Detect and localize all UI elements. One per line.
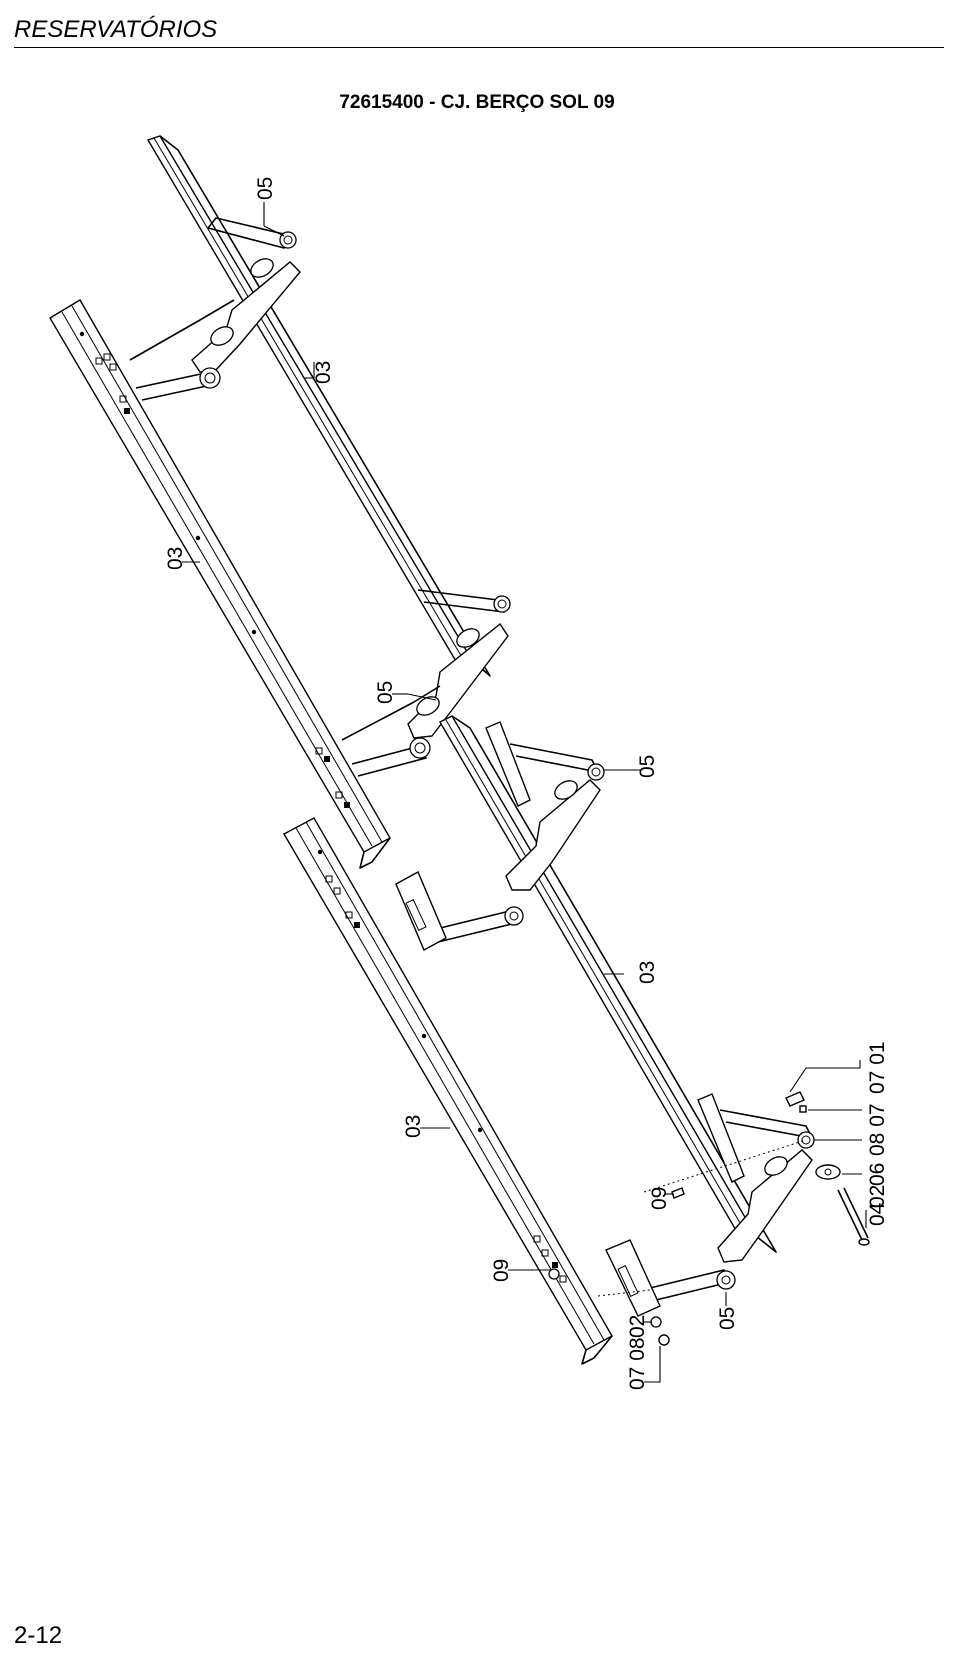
- slot: [119, 395, 127, 403]
- slot: [354, 922, 360, 928]
- slot: [324, 756, 330, 762]
- slot: [335, 791, 343, 799]
- callout-03-lower-rail: 03: [636, 961, 659, 984]
- callout-09-lower: 09: [490, 1259, 513, 1282]
- callout-05-right-bracket: 05: [636, 755, 659, 778]
- callout-09-middle: 09: [648, 1187, 671, 1210]
- slot: [103, 353, 111, 361]
- callout-04: 04: [866, 1202, 889, 1226]
- slot: [552, 1262, 558, 1268]
- upper-rail: [146, 135, 491, 677]
- lower-middle-bracket: [395, 721, 605, 951]
- callout-07-08-bottom: 07 08: [626, 1337, 649, 1390]
- slot: [315, 747, 323, 755]
- callout-08-07: 08 07: [866, 1103, 889, 1156]
- drawing-title: 72615400 - CJ. BERÇO SOL 09: [339, 92, 615, 113]
- slot: [559, 1275, 567, 1283]
- slot: [109, 363, 117, 371]
- callout-07-01: 07 01: [866, 1041, 889, 1094]
- slot: [533, 1235, 541, 1243]
- slot: [95, 357, 103, 365]
- hardware: [597, 1091, 870, 1346]
- callout-05-top: 05: [254, 177, 277, 200]
- slot: [124, 408, 130, 414]
- lower-left-profile: [283, 817, 613, 1365]
- slot: [333, 887, 341, 895]
- callout-02-right: 02: [866, 1185, 889, 1208]
- header-divider: [14, 47, 944, 48]
- section-header: RESERVATÓRIOS: [14, 16, 218, 43]
- callout-05-bottom: 05: [716, 1307, 739, 1330]
- callout-06: 06: [866, 1163, 889, 1186]
- slot: [325, 875, 333, 883]
- middle-bracket: [341, 589, 511, 777]
- callout-03-lower-profile: 03: [402, 1115, 425, 1138]
- page-number: 2-12: [14, 1622, 63, 1649]
- callout-03-upper-profile: 03: [164, 547, 187, 570]
- upper-left-profile: [49, 299, 391, 869]
- slot: [541, 1249, 549, 1257]
- callout-03-upper-rail: 03: [312, 361, 335, 384]
- callout-05-middle: 05: [374, 681, 397, 704]
- slot: [344, 802, 350, 808]
- lower-right-bracket: [605, 1093, 815, 1317]
- slot: [345, 911, 353, 919]
- callouts: 05 03 03 05 05 03 07 01 08 07 02 06: [164, 177, 889, 1390]
- callout-02-bottom: 02: [626, 1315, 649, 1338]
